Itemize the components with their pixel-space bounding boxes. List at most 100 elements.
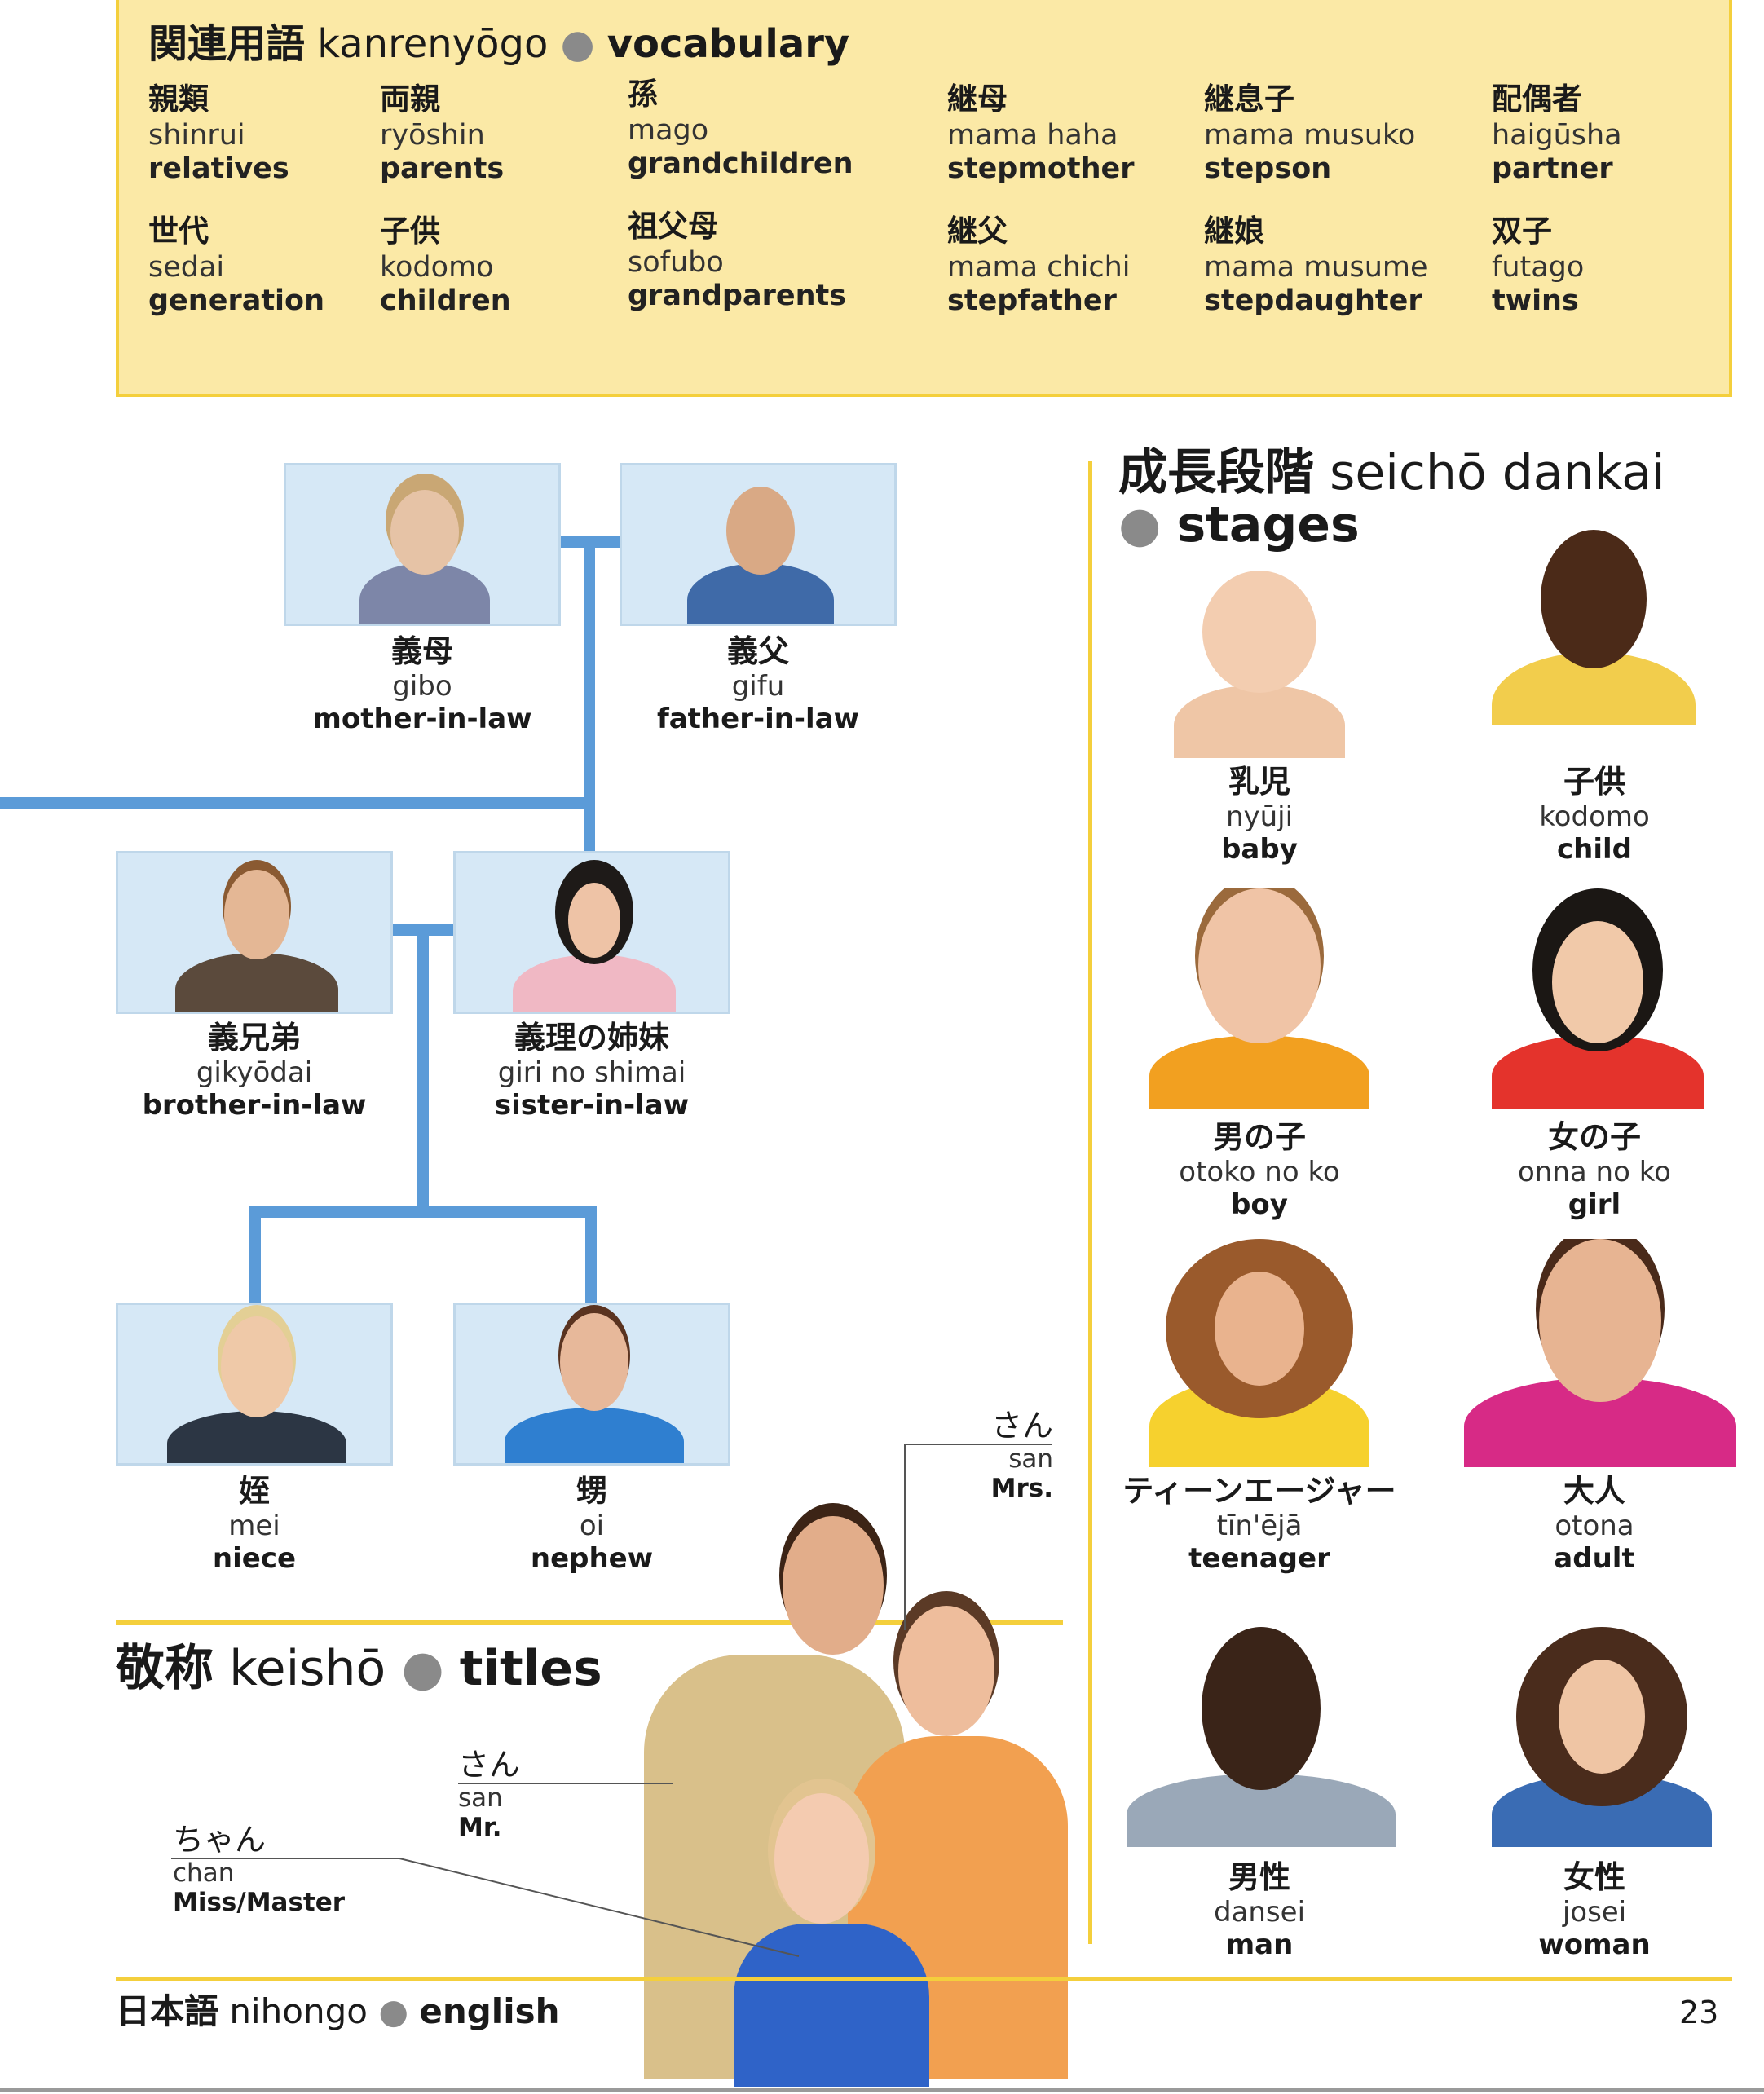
vocab-romaji: sedai <box>148 251 225 284</box>
title-romaji: san <box>458 1783 503 1813</box>
vocab-romaji: mama chichi <box>947 251 1131 284</box>
vocab-romaji: shinrui <box>148 119 245 152</box>
caption-jp: 乳児 <box>1228 764 1290 800</box>
caption-romaji: gibo <box>392 670 452 703</box>
title-en: Miss/Master <box>173 1888 346 1917</box>
heading-en: titles <box>459 1640 602 1697</box>
vocab-en: grandparents <box>628 280 847 312</box>
caption-romaji: giri no shimai <box>497 1056 686 1089</box>
title-jp: さん <box>990 1408 1053 1444</box>
family-caption: 義父 gifu father-in-law <box>611 633 905 735</box>
tree-connector <box>249 1206 597 1218</box>
vocab-jp: 世代 <box>148 214 209 249</box>
boy-photo <box>1141 888 1378 1109</box>
stage-caption: 大人 otona adult <box>1464 1472 1725 1575</box>
vocab-jp: 親類 <box>148 82 209 117</box>
vocab-jp: 両親 <box>380 82 440 117</box>
vocab-romaji: ryōshin <box>380 119 485 152</box>
caption-romaji: kodomo <box>1539 800 1650 833</box>
heading-en: stages <box>1176 496 1360 553</box>
title-label-chan: ちゃん chan Miss/Master <box>173 1821 345 1917</box>
vocab-item: 配偶者 haigūsha partner <box>1492 80 1764 186</box>
vocab-romaji: haigūsha <box>1492 119 1622 152</box>
person-figure <box>1198 888 1321 1043</box>
vocab-en: parents <box>380 152 505 185</box>
title-en: Mrs. <box>990 1474 1053 1503</box>
family-caption: 甥 oi nephew <box>445 1472 739 1575</box>
vocab-romaji: futago <box>1492 251 1585 284</box>
caption-en: brother-in-law <box>142 1089 367 1122</box>
vocab-jp: 孫 <box>628 77 658 112</box>
caption-jp: 姪 <box>238 1473 270 1509</box>
heading-en: vocabulary <box>606 21 850 67</box>
heading-jp: 成長段階 <box>1118 444 1314 501</box>
person-figure <box>560 1313 628 1411</box>
caption-en: girl <box>1568 1188 1621 1221</box>
sister-in-law-photo <box>453 851 730 1014</box>
stage-caption: 男性 dansei man <box>1129 1858 1390 1961</box>
vocab-item: 子供 kodomo children <box>380 212 657 318</box>
vocab-item: 祖父母 sofubo grandparents <box>628 207 905 313</box>
niece-photo <box>116 1303 393 1466</box>
person-figure <box>1215 1272 1304 1386</box>
caption-jp: 男性 <box>1228 1859 1290 1895</box>
caption-en: niece <box>212 1542 297 1575</box>
title-en: Mr. <box>458 1813 502 1842</box>
tree-connector <box>0 797 589 809</box>
caption-jp: 義理の姉妹 <box>514 1020 669 1056</box>
vocab-item: 継父 mama chichi stepfather <box>947 212 1224 318</box>
caption-jp: 義兄弟 <box>207 1020 301 1056</box>
bullet-icon: ● <box>560 21 595 67</box>
caption-en: baby <box>1221 833 1298 866</box>
leader-line-mrs <box>904 1444 1052 1630</box>
footer-language: 日本語 nihongo ● english <box>116 1987 560 2036</box>
teenager-photo <box>1125 1239 1394 1467</box>
titles-heading: 敬称 keishō ● titles <box>116 1640 602 1697</box>
stage-caption: 乳児 nyūji baby <box>1129 763 1390 866</box>
caption-jp: 義母 <box>390 633 453 669</box>
family-caption: 義母 gibo mother-in-law <box>276 633 569 735</box>
tree-connector <box>249 1206 261 1306</box>
page-number: 23 <box>1679 1995 1719 2030</box>
stage-caption: 女の子 onna no ko girl <box>1464 1118 1725 1221</box>
title-romaji: san <box>1008 1444 1053 1474</box>
vocab-item: 孫 mago grandchildren <box>628 75 905 181</box>
stages-divider <box>1088 461 1092 1944</box>
tree-connector <box>417 924 429 1210</box>
caption-jp: 女の子 <box>1547 1119 1641 1155</box>
footer-en: english <box>419 1991 560 2031</box>
person-figure <box>1149 1035 1369 1109</box>
mother-in-law-photo <box>284 463 561 626</box>
vocab-jp: 配偶者 <box>1492 82 1582 117</box>
vocab-en: partner <box>1492 152 1613 185</box>
stages-heading: 成長段階 seichō dankai ● stages <box>1118 447 1665 551</box>
vocab-item: 継娘 mama musume stepdaughter <box>1204 212 1481 318</box>
heading-romaji: keishō <box>229 1640 386 1697</box>
person-figure <box>783 1516 884 1655</box>
caption-jp: 男の子 <box>1212 1119 1306 1155</box>
person-figure <box>221 1316 293 1417</box>
family-caption: 姪 mei niece <box>108 1472 401 1575</box>
person-figure <box>390 490 459 575</box>
vocab-item: 親類 shinrui relatives <box>148 80 426 186</box>
vocab-en: stepfather <box>947 284 1117 317</box>
caption-jp: ティーンエージャー <box>1122 1473 1396 1509</box>
brother-in-law-photo <box>116 851 393 1014</box>
person-figure <box>1552 921 1643 1043</box>
person-figure <box>898 1606 994 1736</box>
vocab-jp: 継母 <box>947 82 1008 117</box>
person-figure <box>1202 1627 1321 1790</box>
caption-en: woman <box>1538 1929 1651 1961</box>
person-figure <box>1559 1660 1645 1774</box>
heading-jp: 敬称 <box>116 1640 214 1697</box>
person-figure <box>1174 685 1345 758</box>
vocab-en: stepson <box>1204 152 1332 185</box>
caption-jp: 甥 <box>576 1473 607 1509</box>
vocab-en: stepdaughter <box>1204 284 1422 317</box>
heading-jp: 関連用語 <box>148 21 306 67</box>
vocab-romaji: mago <box>628 114 709 147</box>
tree-connector <box>584 536 595 854</box>
caption-romaji: gifu <box>731 670 785 703</box>
vocab-en: children <box>380 284 511 317</box>
vocab-en: stepmother <box>947 152 1135 185</box>
